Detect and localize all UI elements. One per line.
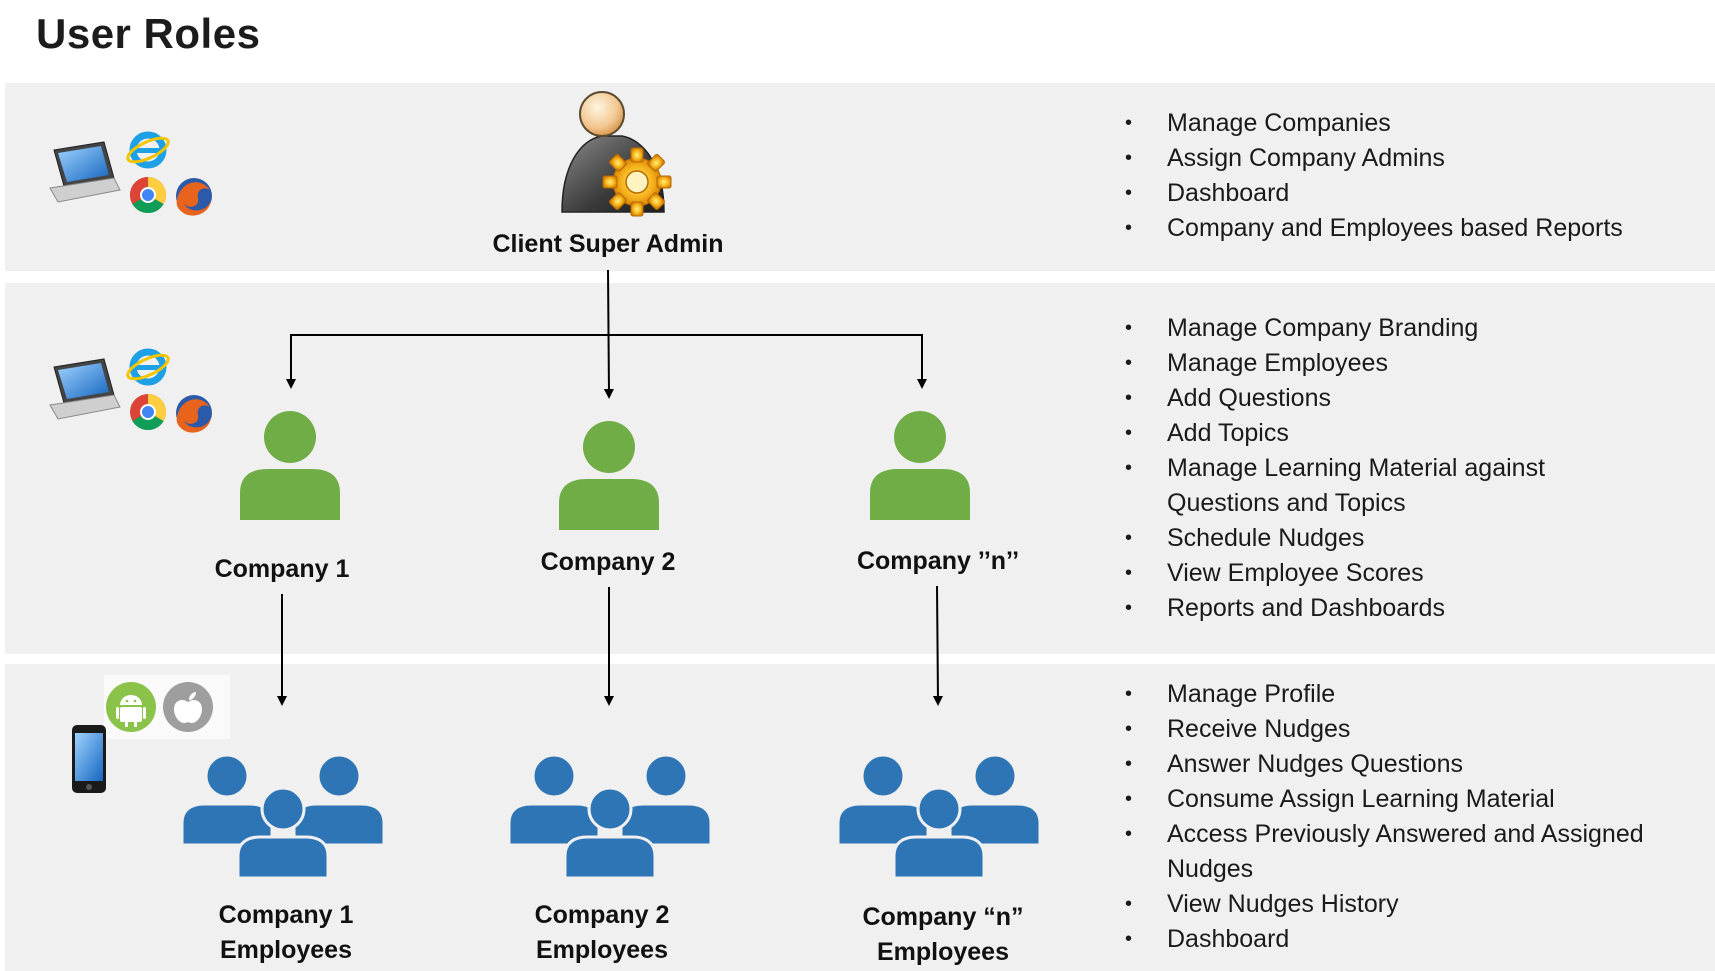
company-icons xyxy=(240,411,970,530)
firefox-icon xyxy=(176,178,212,216)
super-admin-permissions: Manage Companies Assign Company Admins D… xyxy=(1125,106,1685,246)
company-n-person-icon xyxy=(870,411,970,520)
list-item: View Nudges History xyxy=(1125,887,1665,922)
list-item: Manage Learning Material against Questio… xyxy=(1125,451,1605,521)
page-title: User Roles xyxy=(36,10,261,57)
list-item: Company and Employees based Reports xyxy=(1125,211,1685,246)
company-1-label: Company 1 xyxy=(214,555,350,583)
connector-lines xyxy=(277,269,943,706)
list-item: Manage Companies xyxy=(1125,106,1685,141)
company-2-employees-label: Company 2 Employees xyxy=(502,898,702,968)
internet-explorer-icon xyxy=(126,348,170,386)
company-1-employees-line1: Company 1 xyxy=(218,901,354,929)
list-item: Manage Company Branding xyxy=(1125,311,1605,346)
company-admin-permissions: Manage Company Branding Manage Employees… xyxy=(1125,311,1605,626)
company-2-employees-icon xyxy=(507,753,713,880)
company-2-label: Company 2 xyxy=(540,548,676,576)
company-2-employees-line2: Employees xyxy=(535,936,668,964)
internet-explorer-icon xyxy=(126,131,170,169)
company-n-employees-icon xyxy=(836,753,1042,880)
company-1-employees-label: Company 1 Employees xyxy=(186,898,386,968)
mobile-platform-icons xyxy=(72,682,213,793)
list-item: Access Previously Answered and Assigned … xyxy=(1125,817,1665,887)
list-item: View Employee Scores xyxy=(1125,556,1605,591)
company-n-employees-label: Company “n” Employees xyxy=(833,900,1053,970)
list-item: Dashboard xyxy=(1125,176,1685,211)
company-2-employees-line1: Company 2 xyxy=(534,901,670,929)
web-platform-icons-admin xyxy=(49,131,212,216)
list-item: Consume Assign Learning Material xyxy=(1125,782,1665,817)
apple-icon xyxy=(163,682,213,732)
firefox-icon xyxy=(176,395,212,433)
web-platform-icons-company xyxy=(49,348,212,433)
company-1-person-icon xyxy=(240,411,340,520)
arrow-company-n-to-employees xyxy=(932,585,943,706)
list-item: Receive Nudges xyxy=(1125,712,1665,747)
employee-permissions: Manage Profile Receive Nudges Answer Nud… xyxy=(1125,677,1665,957)
laptop-icon xyxy=(49,141,121,203)
company-1-employees-icon xyxy=(180,753,386,880)
company-1-employees-line2: Employees xyxy=(219,936,352,964)
arrow-admin-to-company-2 xyxy=(603,269,614,399)
list-item: Manage Employees xyxy=(1125,346,1605,381)
list-item: Dashboard xyxy=(1125,922,1665,957)
super-admin-icon xyxy=(561,91,672,217)
list-item: Schedule Nudges xyxy=(1125,521,1605,556)
list-item: Manage Profile xyxy=(1125,677,1665,712)
list-item: Reports and Dashboards xyxy=(1125,591,1605,626)
company-2-person-icon xyxy=(559,421,659,530)
android-icon xyxy=(106,682,156,732)
branch-line xyxy=(290,334,923,386)
list-item: Add Topics xyxy=(1125,416,1605,451)
chrome-icon xyxy=(130,394,167,431)
list-item: Add Questions xyxy=(1125,381,1605,416)
list-item: Assign Company Admins xyxy=(1125,141,1685,176)
chrome-icon xyxy=(129,177,167,214)
company-n-employees-line1: Company “n” xyxy=(862,903,1024,931)
super-admin-label: Client Super Admin xyxy=(492,230,724,258)
laptop-icon xyxy=(49,358,121,420)
company-n-label: Company ’’n’’ xyxy=(856,547,1020,575)
company-n-employees-line2: Employees xyxy=(876,938,1009,966)
list-item: Answer Nudges Questions xyxy=(1125,747,1665,782)
smartphone-icon xyxy=(72,725,106,793)
